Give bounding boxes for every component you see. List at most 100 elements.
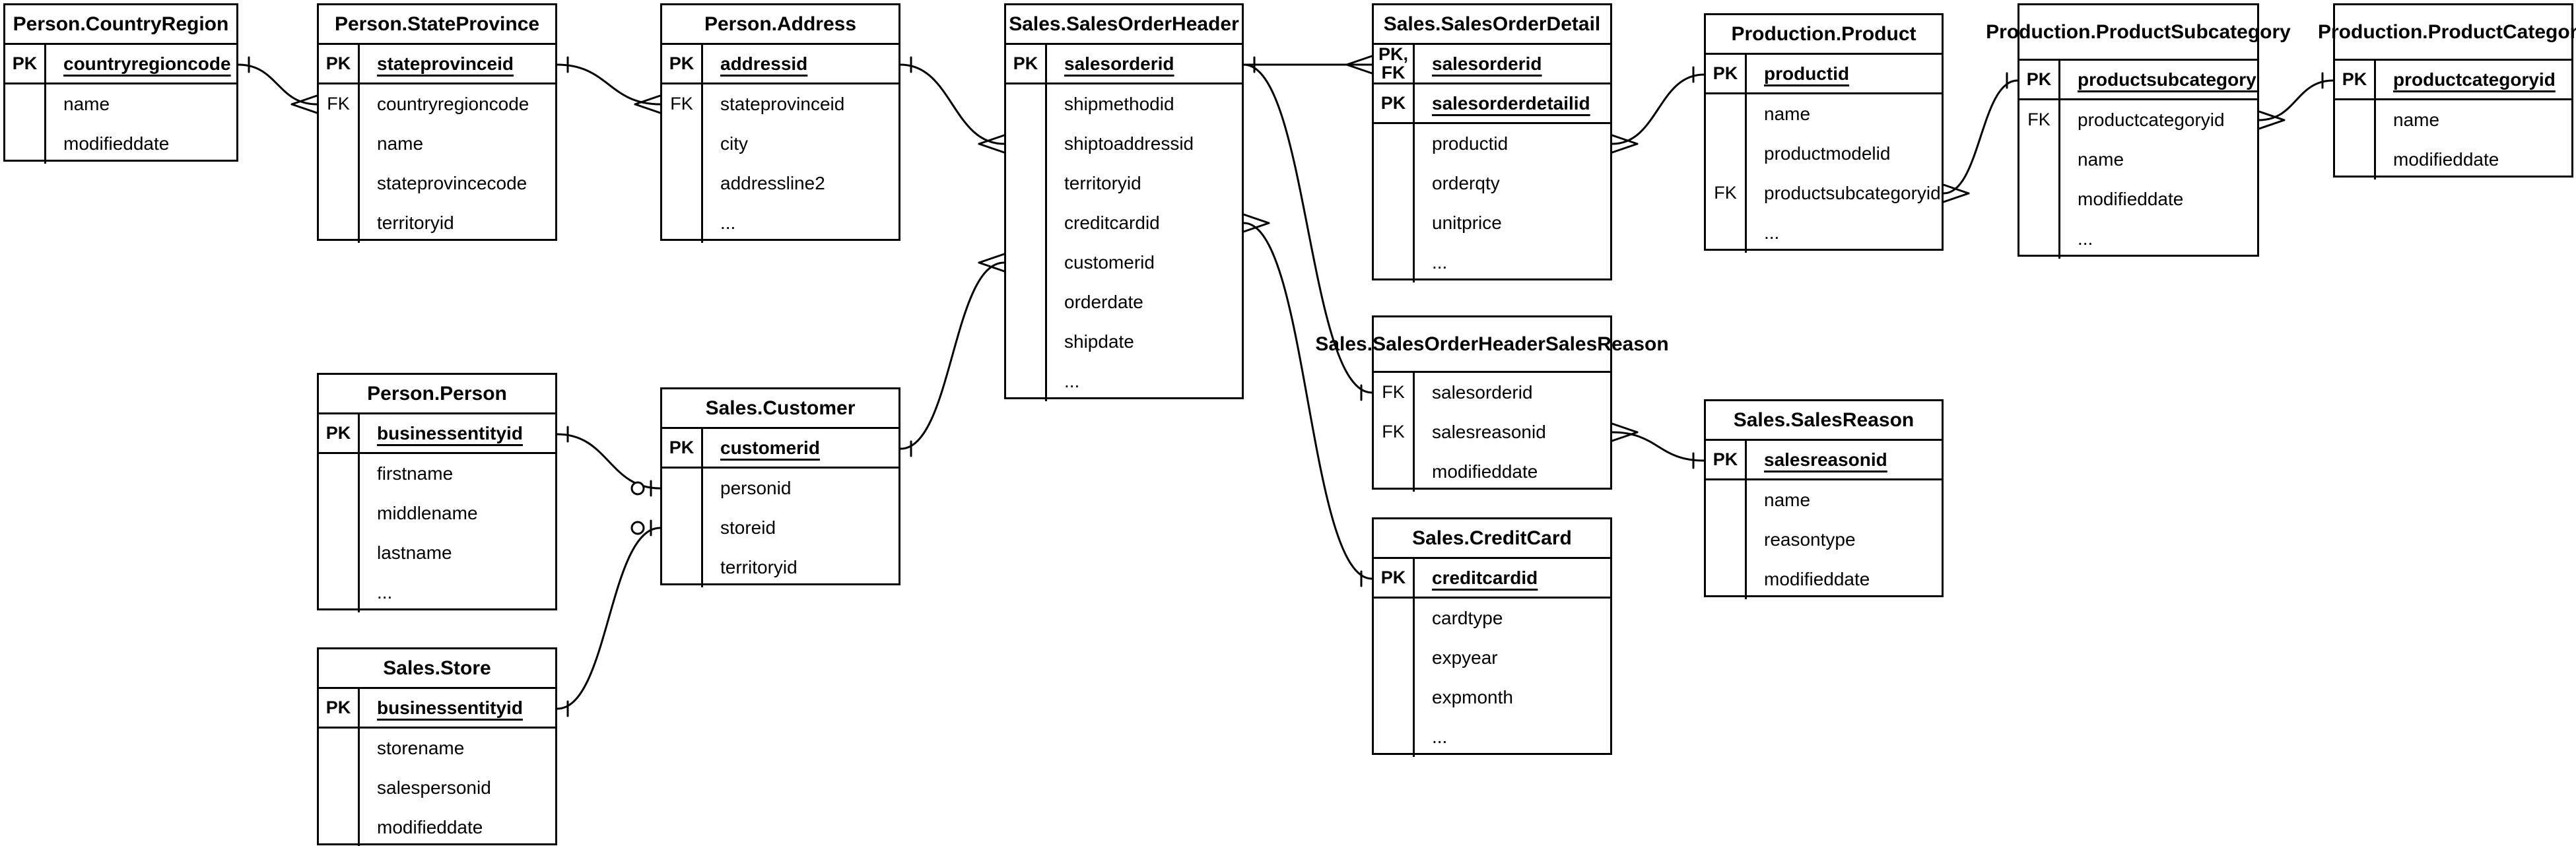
key-badge-empty <box>1706 560 1747 599</box>
relationship-line <box>899 261 1005 450</box>
field-text: name <box>2078 149 2124 170</box>
field-text: productid <box>1764 63 1850 84</box>
key-badge-empty <box>1374 203 1415 243</box>
key-badge: PK <box>319 689 360 727</box>
entity-row-productcategory-name: name <box>2335 100 2571 140</box>
key-badge: FK <box>1706 174 1747 213</box>
field-text: shipmethodid <box>1064 94 1174 114</box>
key-badge-empty <box>319 729 360 768</box>
field-name: businessentityid <box>360 689 555 727</box>
field-text: cardtype <box>1432 608 1503 628</box>
entity-row-productsubcategory-more: ... <box>2019 219 2257 259</box>
key-badge-empty <box>319 533 360 573</box>
key-badge-empty <box>1006 362 1047 401</box>
connector-salesorderheader-salesorderheadersalesreason <box>1242 63 1373 401</box>
entity-title: Sales.SalesOrderDetail <box>1374 5 1610 45</box>
field-name: reasontype <box>1747 520 1942 560</box>
key-badge-empty <box>662 548 703 587</box>
entity-row-address-city: city <box>662 124 898 164</box>
key-badge: FK <box>1374 373 1415 412</box>
field-text: middlename <box>377 503 478 523</box>
relationship-line <box>237 63 318 106</box>
key-badge-empty <box>1006 282 1047 322</box>
field-name: city <box>703 124 898 164</box>
field-text: stateprovincecode <box>377 173 527 193</box>
field-name: territoryid <box>1047 164 1242 203</box>
cardinality-mark <box>634 94 661 106</box>
cardinality-mark <box>978 143 1005 154</box>
field-name: productsubcategoryid <box>2060 61 2257 98</box>
field-text: countryregioncode <box>377 94 529 114</box>
field-name: orderqty <box>1415 164 1610 203</box>
entity-row-creditcard-more: ... <box>1374 717 1610 757</box>
connector-store-customer <box>556 519 661 717</box>
relationship-line <box>556 433 661 490</box>
field-text: shipdate <box>1064 331 1134 352</box>
field-name: personid <box>703 469 898 508</box>
entity-row-product-productmodelid: productmodelid <box>1706 134 1942 174</box>
entity-row-countryregion-modifieddate: modifieddate <box>5 124 236 164</box>
entity-title-line: Sales.CreditCard <box>1412 527 1572 549</box>
key-badge-empty <box>319 203 360 243</box>
entity-title-line: Sales.SalesReason <box>1733 408 1915 431</box>
entity-row-productsubcategory-name: name <box>2019 140 2257 179</box>
field-name: productmodelid <box>1747 134 1942 174</box>
field-name: salesreasonid <box>1415 412 1610 452</box>
cardinality-mark <box>1611 431 1639 442</box>
entity-row-salesorderheader-customerid: customerid <box>1006 243 1242 282</box>
key-badge-empty <box>1006 84 1047 124</box>
field-ellipsis: ... <box>1415 717 1610 757</box>
entity-row-countryregion-name: name <box>5 84 236 124</box>
entity-row-salesreason-reasontype: reasontype <box>1706 520 1942 560</box>
field-text: modifieddate <box>2393 149 2499 170</box>
cardinality-mark <box>978 134 1005 145</box>
key-badge: PK <box>1374 84 1415 122</box>
field-name: middlename <box>360 494 555 533</box>
field-name: shiptoaddressid <box>1047 124 1242 164</box>
key-badge-empty <box>319 808 360 846</box>
entity-title-line: Sales.SalesOrder <box>1315 333 1479 355</box>
entity-title: Person.Person <box>319 375 555 414</box>
key-badge-empty <box>1706 480 1747 520</box>
field-text: storename <box>377 738 465 758</box>
key-badge: PK <box>2335 61 2376 98</box>
key-badge-empty <box>2019 219 2060 259</box>
field-text: ... <box>2078 228 2093 249</box>
entity-row-creditcard-expyear: expyear <box>1374 638 1610 678</box>
key-badge-empty <box>319 494 360 533</box>
field-ellipsis: ... <box>703 203 898 243</box>
key-badge-empty <box>1706 94 1747 134</box>
cardinality-mark <box>978 261 1005 273</box>
field-text: businessentityid <box>377 697 523 718</box>
key-badge: PK <box>319 45 360 82</box>
field-text: name <box>2393 110 2440 130</box>
field-text: stateprovinceid <box>720 94 845 114</box>
entity-title: Sales.Customer <box>662 389 898 429</box>
entity-title: Person.StateProvince <box>319 5 555 45</box>
entity-row-store-salespersonid: salespersonid <box>319 768 555 808</box>
key-badge-empty <box>319 454 360 494</box>
field-name: territoryid <box>703 548 898 587</box>
entity-row-product-more: ... <box>1706 213 1942 253</box>
connector-countryregion-stateprovince <box>237 56 318 114</box>
key-badge: FK <box>2019 100 2060 140</box>
key-badge-empty <box>1706 213 1747 253</box>
field-text: modifieddate <box>377 817 483 837</box>
field-text: ... <box>1432 727 1448 747</box>
field-text: shiptoaddressid <box>1064 133 1194 154</box>
entity-row-salesreason-modifieddate: modifieddate <box>1706 560 1942 599</box>
key-badge-empty <box>1374 717 1415 757</box>
entity-title-line: Sales.Store <box>383 657 491 679</box>
key-badge-empty <box>662 124 703 164</box>
